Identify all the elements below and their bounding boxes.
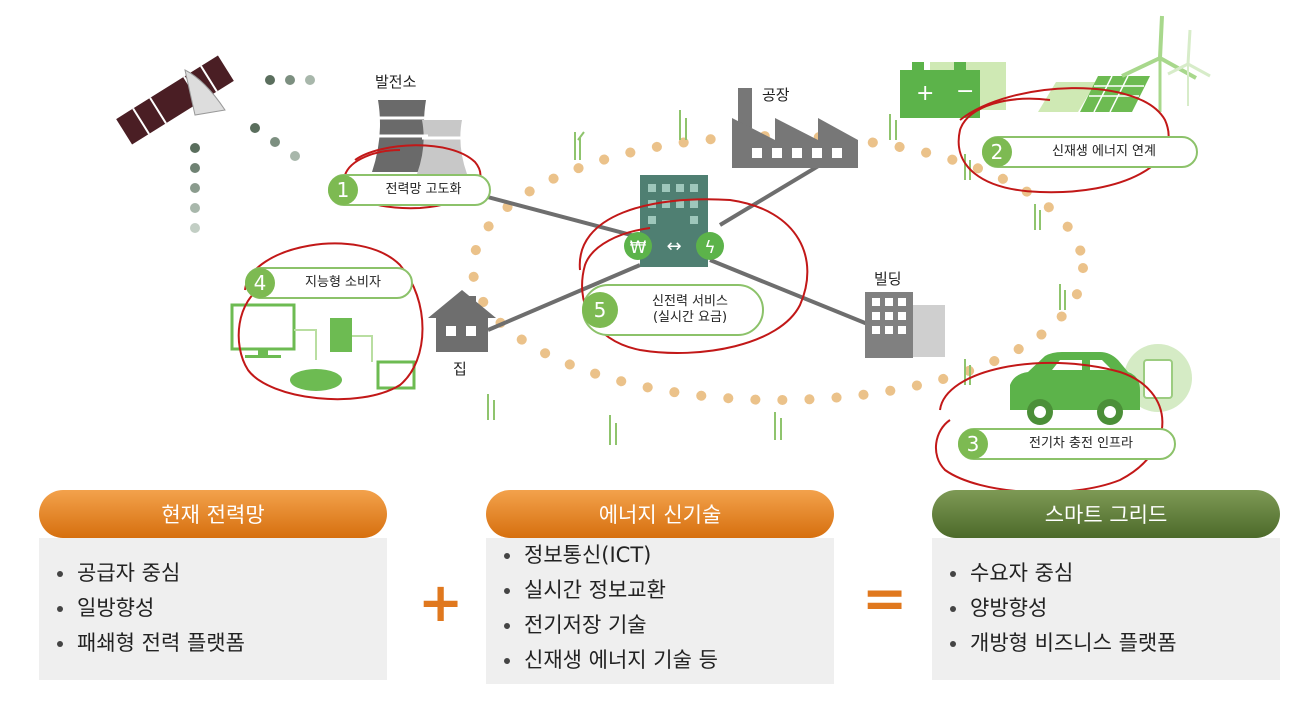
label-building: 빌딩 [874, 270, 902, 288]
house-icon [428, 290, 496, 352]
service-number-2: 2 [982, 137, 1012, 167]
signal-dots [190, 75, 315, 233]
label-power-plant: 발전소 [375, 73, 417, 91]
service-number-1: 1 [328, 175, 358, 205]
won-symbol: ₩ [630, 238, 647, 258]
annotation-circles [237, 87, 1170, 494]
list-item: 패쇄형 전력 플랫폼 [39, 626, 387, 661]
svg-text:−: − [956, 79, 974, 104]
list-item: 신재생 에너지 기술 등 [486, 643, 834, 678]
power-plant-icon [372, 100, 467, 174]
solar-panel-icon [1038, 75, 1150, 113]
list-item: 공급자 중심 [39, 556, 387, 591]
grass-decoration [487, 110, 1066, 445]
list-item: 수요자 중심 [932, 556, 1280, 591]
annotation-circle-2 [957, 87, 1170, 194]
service-label-2: 신재생 에너지 연계 [1052, 144, 1156, 159]
factory-icon [732, 88, 858, 168]
dotted-ring [468, 131, 1088, 405]
annotation-circle-4 [237, 242, 424, 401]
box-title-energy-tech: 에너지 신기술 [486, 490, 834, 538]
list-item: 정보통신(ICT) [486, 538, 834, 573]
service-number-3: 3 [958, 429, 988, 459]
service-pill-3: 3 전기차 충전 인프라 [958, 428, 1176, 460]
service-number-4: 4 [245, 268, 275, 298]
box-title-smart-grid: 스마트 그리드 [932, 490, 1280, 538]
equals-operator: = [862, 567, 908, 630]
service-label-5: 신전력 서비스 (실시간 요금) [618, 294, 762, 326]
box-body-energy-tech: 정보통신(ICT) 실시간 정보교환 전기저장 기술 신재생 에너지 기술 등 [486, 538, 834, 684]
bolt-symbol: ϟ [704, 238, 715, 258]
service-pill-2: 2 신재생 에너지 연계 [982, 136, 1198, 168]
box-body-current-grid: 공급자 중심 일방향성 패쇄형 전력 플랫폼 [39, 538, 387, 680]
box-body-smart-grid: 수요자 중심 양방향성 개방형 비즈니스 플랫폼 [932, 538, 1280, 680]
annotation-circle-3 [934, 361, 1164, 494]
service-pill-4: 4 지능형 소비자 [245, 267, 413, 299]
satellite-icon [116, 55, 234, 145]
label-factory: 공장 [762, 86, 790, 104]
smart-devices-icon [230, 303, 416, 391]
service-label-5-line2: (실시간 요금) [652, 310, 728, 325]
list-item: 전기저장 기술 [486, 608, 834, 643]
electric-car-icon [1010, 344, 1192, 425]
annotation-circle-1 [343, 144, 482, 210]
box-title-current-grid: 현재 전력망 [39, 490, 387, 538]
service-label-3: 전기차 충전 인프라 [1029, 436, 1133, 451]
annotation-circle-5 [578, 198, 809, 354]
exchange-arrow-icon: ↔ [666, 236, 681, 257]
svg-text:+: + [916, 81, 934, 106]
list-item: 실시간 정보교환 [486, 573, 834, 608]
service-label-4: 지능형 소비자 [305, 275, 381, 290]
won-icon [624, 232, 652, 260]
service-pill-1: 1 전력망 고도화 [328, 174, 491, 206]
service-label-5-line1: 신전력 서비스 [652, 294, 728, 309]
office-building-icon [865, 292, 945, 358]
battery-icon: + − [900, 62, 1006, 118]
service-number-5: 5 [582, 292, 618, 328]
wind-turbine-icon [1121, 15, 1211, 112]
service-label-1: 전력망 고도화 [385, 182, 462, 197]
list-item: 양방향성 [932, 591, 1280, 626]
label-house: 집 [453, 360, 467, 378]
hub-building-icon [624, 175, 724, 267]
plus-operator: + [418, 571, 464, 634]
connector-lines [479, 163, 871, 332]
list-item: 일방향성 [39, 591, 387, 626]
list-item: 개방형 비즈니스 플랫폼 [932, 626, 1280, 661]
service-pill-5: 5 신전력 서비스 (실시간 요금) [582, 284, 764, 336]
bolt-icon [696, 232, 724, 260]
